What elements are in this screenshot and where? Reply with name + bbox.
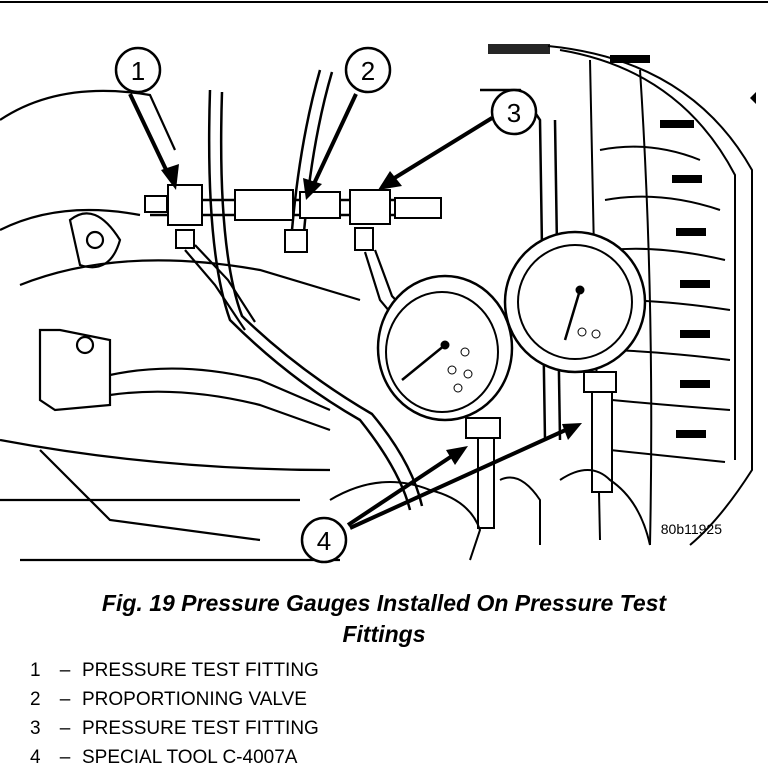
tire-tread-pattern — [488, 44, 710, 438]
callout-4-number: 4 — [317, 526, 331, 556]
corner-mark — [750, 92, 756, 104]
legend-label: PRESSURE TEST FITTING — [82, 660, 319, 681]
pressure-test-fittings — [144, 184, 442, 253]
left-pressure-gauge — [376, 274, 514, 529]
callout-4: 4 — [300, 423, 582, 564]
legend-separator: – — [59, 718, 71, 739]
figure-caption-line-1: Fig. 19 Pressure Gauges Installed On Pre… — [101, 590, 667, 616]
callout-3-number: 3 — [507, 98, 521, 128]
suspension-parts — [0, 89, 361, 562]
legend-label: PROPORTIONING VALVE — [82, 689, 307, 710]
callout-1-number: 1 — [131, 56, 145, 86]
legend-item-2: 2–PROPORTIONING VALVE — [30, 685, 319, 714]
legend-separator: – — [59, 747, 71, 768]
legend-label: PRESSURE TEST FITTING — [82, 718, 319, 739]
legend-item-4: 4–SPECIAL TOOL C-4007A — [30, 743, 319, 772]
legend-label: SPECIAL TOOL C-4007A — [82, 747, 298, 768]
callout-legend: 1–PRESSURE TEST FITTING 2–PROPORTIONING … — [30, 656, 319, 772]
callout-1: 1 — [114, 46, 179, 190]
callout-2: 2 — [303, 46, 392, 200]
legend-item-3: 3–PRESSURE TEST FITTING — [30, 714, 319, 743]
pressure-gauge-illustration: 1 2 3 4 80b11925 — [0, 1, 768, 564]
right-pressure-gauge — [503, 230, 647, 493]
legend-separator: – — [59, 689, 71, 710]
legend-number: 3 — [30, 718, 41, 739]
legend-number: 1 — [30, 660, 41, 681]
legend-number: 4 — [30, 747, 41, 768]
legend-item-1: 1–PRESSURE TEST FITTING — [30, 656, 319, 685]
legend-number: 2 — [30, 689, 41, 710]
figure-caption-line-2: Fittings — [342, 621, 426, 647]
legend-separator: – — [59, 660, 71, 681]
image-code: 80b11925 — [661, 521, 722, 537]
callout-2-number: 2 — [361, 56, 375, 86]
callout-3: 3 — [378, 88, 538, 190]
